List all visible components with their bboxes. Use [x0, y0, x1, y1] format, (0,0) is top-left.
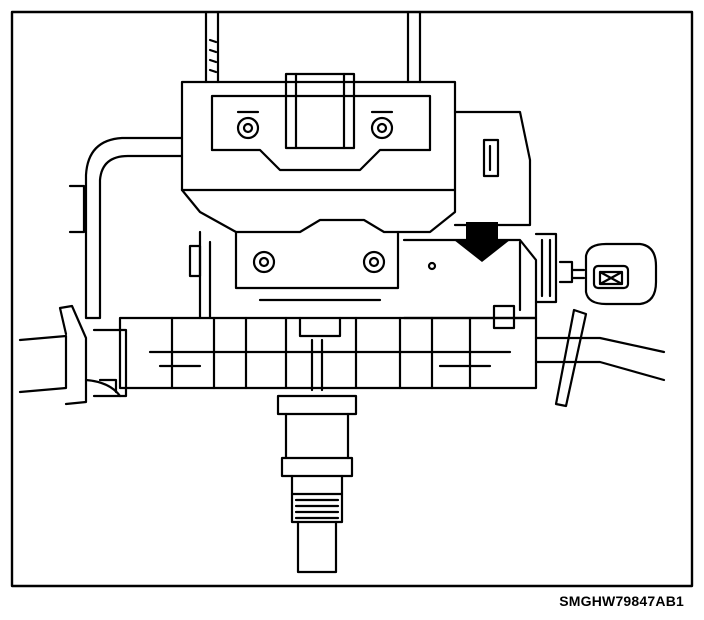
left-wire-harness [68, 136, 184, 398]
figure-caption: SMGHW79847AB1 [559, 593, 684, 609]
right-bracket [453, 110, 532, 227]
downward-arrow-icon [454, 222, 510, 262]
lower-column-shaft [276, 338, 358, 574]
ignition-key-cylinder [534, 232, 658, 306]
right-stalk [534, 308, 666, 408]
figure-frame [10, 10, 694, 588]
left-stalk [18, 304, 122, 406]
upper-column-shaft [204, 10, 422, 84]
upper-housing [180, 72, 457, 192]
lower-base-plate [118, 298, 538, 390]
